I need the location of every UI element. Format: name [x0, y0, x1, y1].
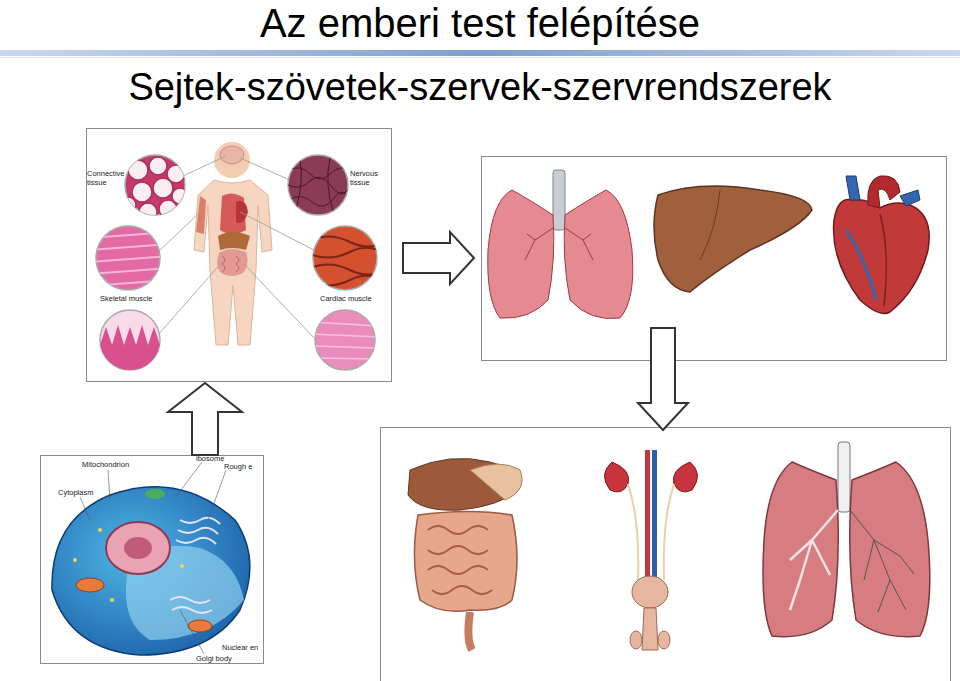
tissue-label: Skeletal muscle: [100, 295, 153, 304]
organelle-label: Rough e: [224, 463, 252, 472]
organelle-label: Mitochondrion: [82, 461, 129, 470]
organelle-label: Cytoplasm: [58, 489, 93, 498]
flow-arrow: [403, 232, 474, 284]
tissue-label: Connective tissue: [87, 170, 125, 187]
header-bar: [0, 57, 960, 58]
organs-panel: [482, 157, 947, 361]
tissue-label: Nervous tissue: [350, 170, 388, 187]
header-bar: [0, 50, 960, 56]
cell-panel: [41, 456, 264, 664]
tissue-label: Cardiac muscle: [320, 295, 372, 304]
page-subtitle: Sejtek-szövetek-szervek-szervrendszerek: [128, 64, 831, 110]
tissue-panel: [87, 129, 392, 382]
organelle-label: Nuclear en: [222, 644, 258, 653]
page-title: Az emberi test felépítése: [260, 0, 700, 46]
flow-arrow: [168, 383, 242, 455]
flow-arrow: [638, 328, 688, 430]
systems-panel: [381, 428, 951, 681]
organelle-label: Golgi body: [196, 655, 232, 664]
organelle-label: ibosome: [196, 455, 224, 464]
